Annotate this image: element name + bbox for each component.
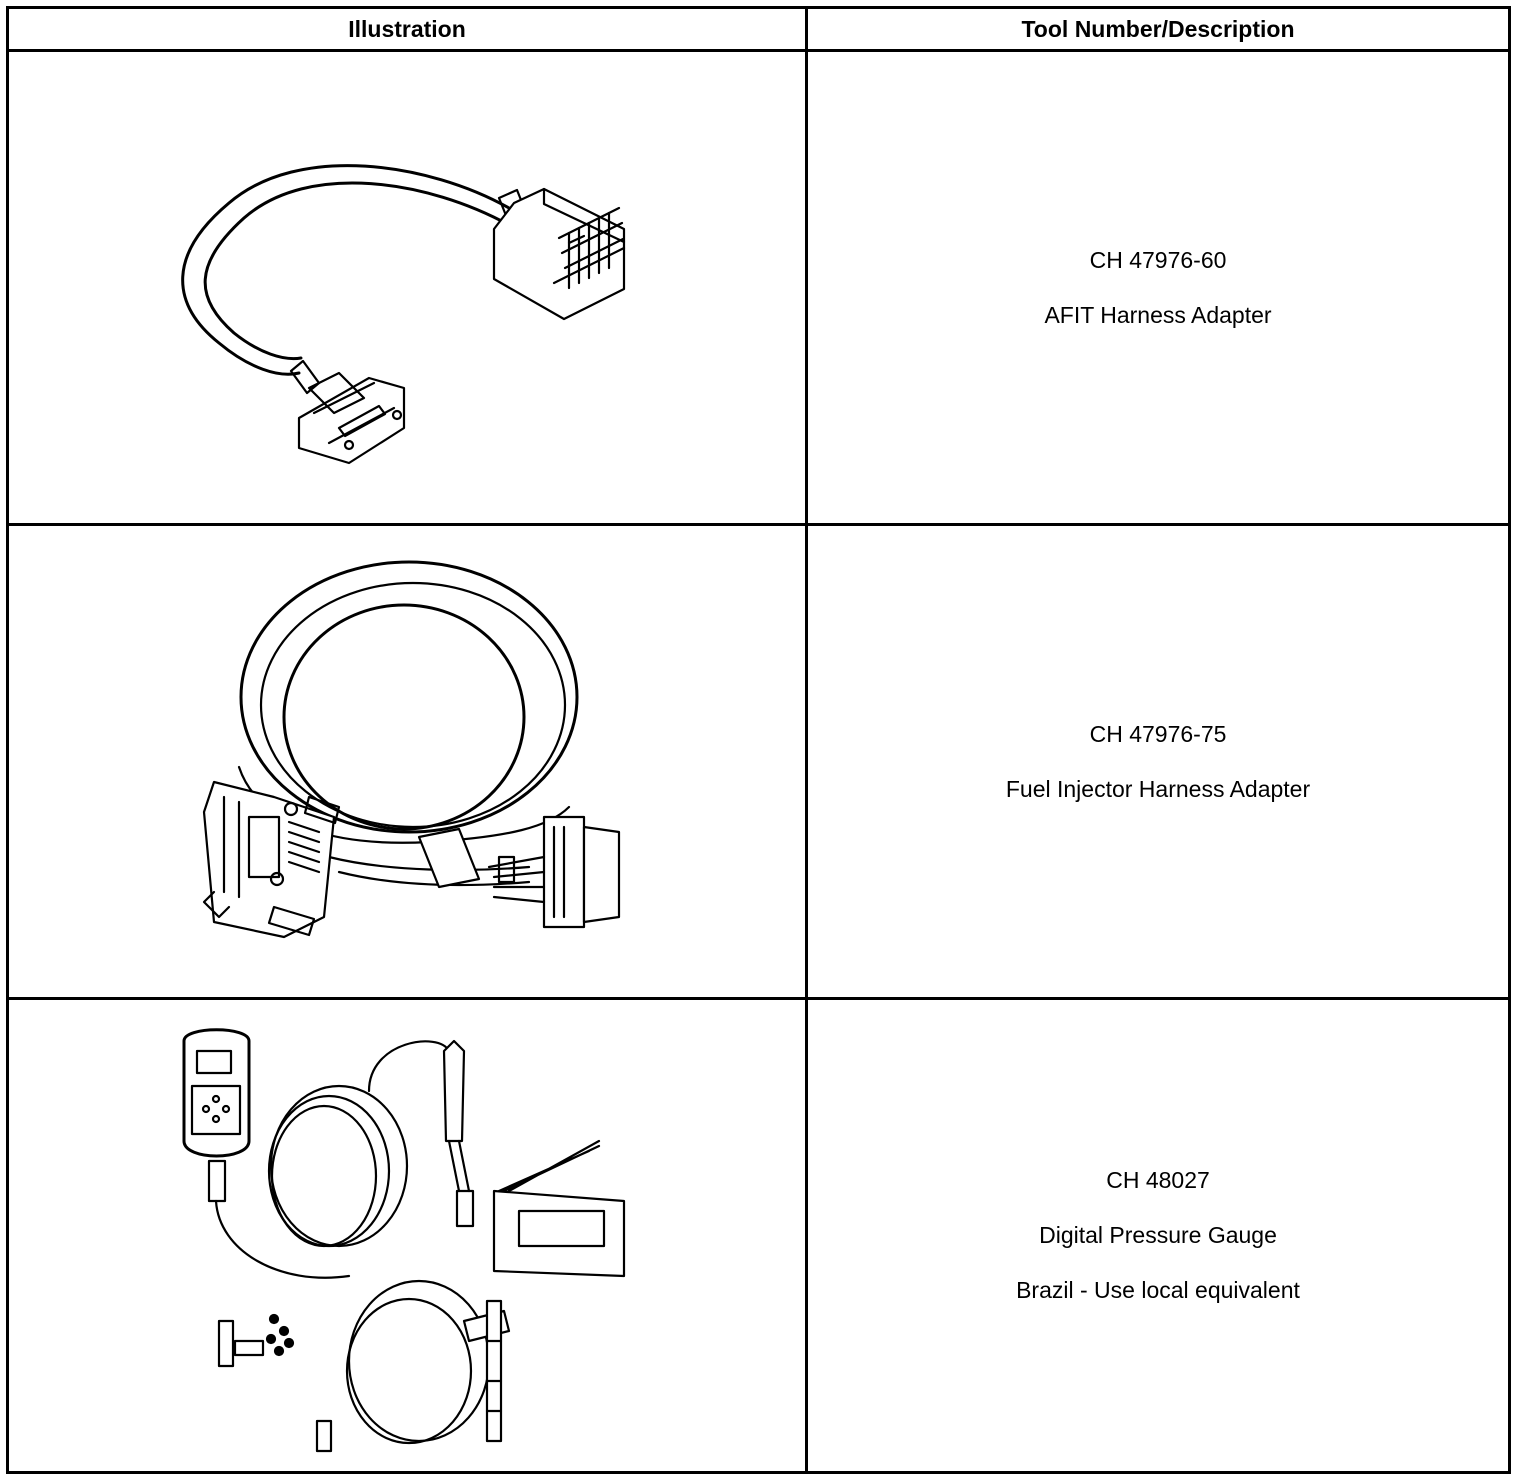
illustration-cell xyxy=(6,997,808,1474)
illustration-cell xyxy=(6,523,808,1000)
fuel-injector-harness-illustration xyxy=(202,560,621,938)
tool-description: Fuel Injector Harness Adapter xyxy=(1005,775,1311,802)
table-row: CH 47976-60 AFIT Harness Adapter xyxy=(6,49,1511,526)
tool-number: CH 47976-75 xyxy=(1089,720,1227,747)
description-cell: CH 47976-60 AFIT Harness Adapter xyxy=(805,49,1511,526)
header-row: Illustration Tool Number/Description xyxy=(6,6,1511,52)
tool-description: AFIT Harness Adapter xyxy=(1044,301,1272,328)
header-illustration: Illustration xyxy=(6,6,808,52)
tool-number: CH 48027 xyxy=(1106,1167,1210,1193)
pressure-gauge-kit-illustration xyxy=(182,1027,626,1452)
harness-adapter-illustration xyxy=(181,163,626,464)
table-row: CH 48027 Digital Pressure Gauge Brazil -… xyxy=(6,997,1511,1474)
tool-number: CH 47976-60 xyxy=(1089,246,1227,273)
description-cell: CH 48027 Digital Pressure Gauge Brazil -… xyxy=(805,997,1511,1474)
special-tools-table: Illustration Tool Number/Description xyxy=(6,6,1511,1474)
table-row: CH 47976-75 Fuel Injector Harness Adapte… xyxy=(6,523,1511,1000)
description-cell: CH 47976-75 Fuel Injector Harness Adapte… xyxy=(805,523,1511,1000)
tool-note: Brazil - Use local equivalent xyxy=(1016,1277,1300,1303)
illustration-cell xyxy=(6,49,808,526)
tool-description: Digital Pressure Gauge xyxy=(1039,1222,1277,1248)
header-tool-number: Tool Number/Description xyxy=(805,6,1511,52)
